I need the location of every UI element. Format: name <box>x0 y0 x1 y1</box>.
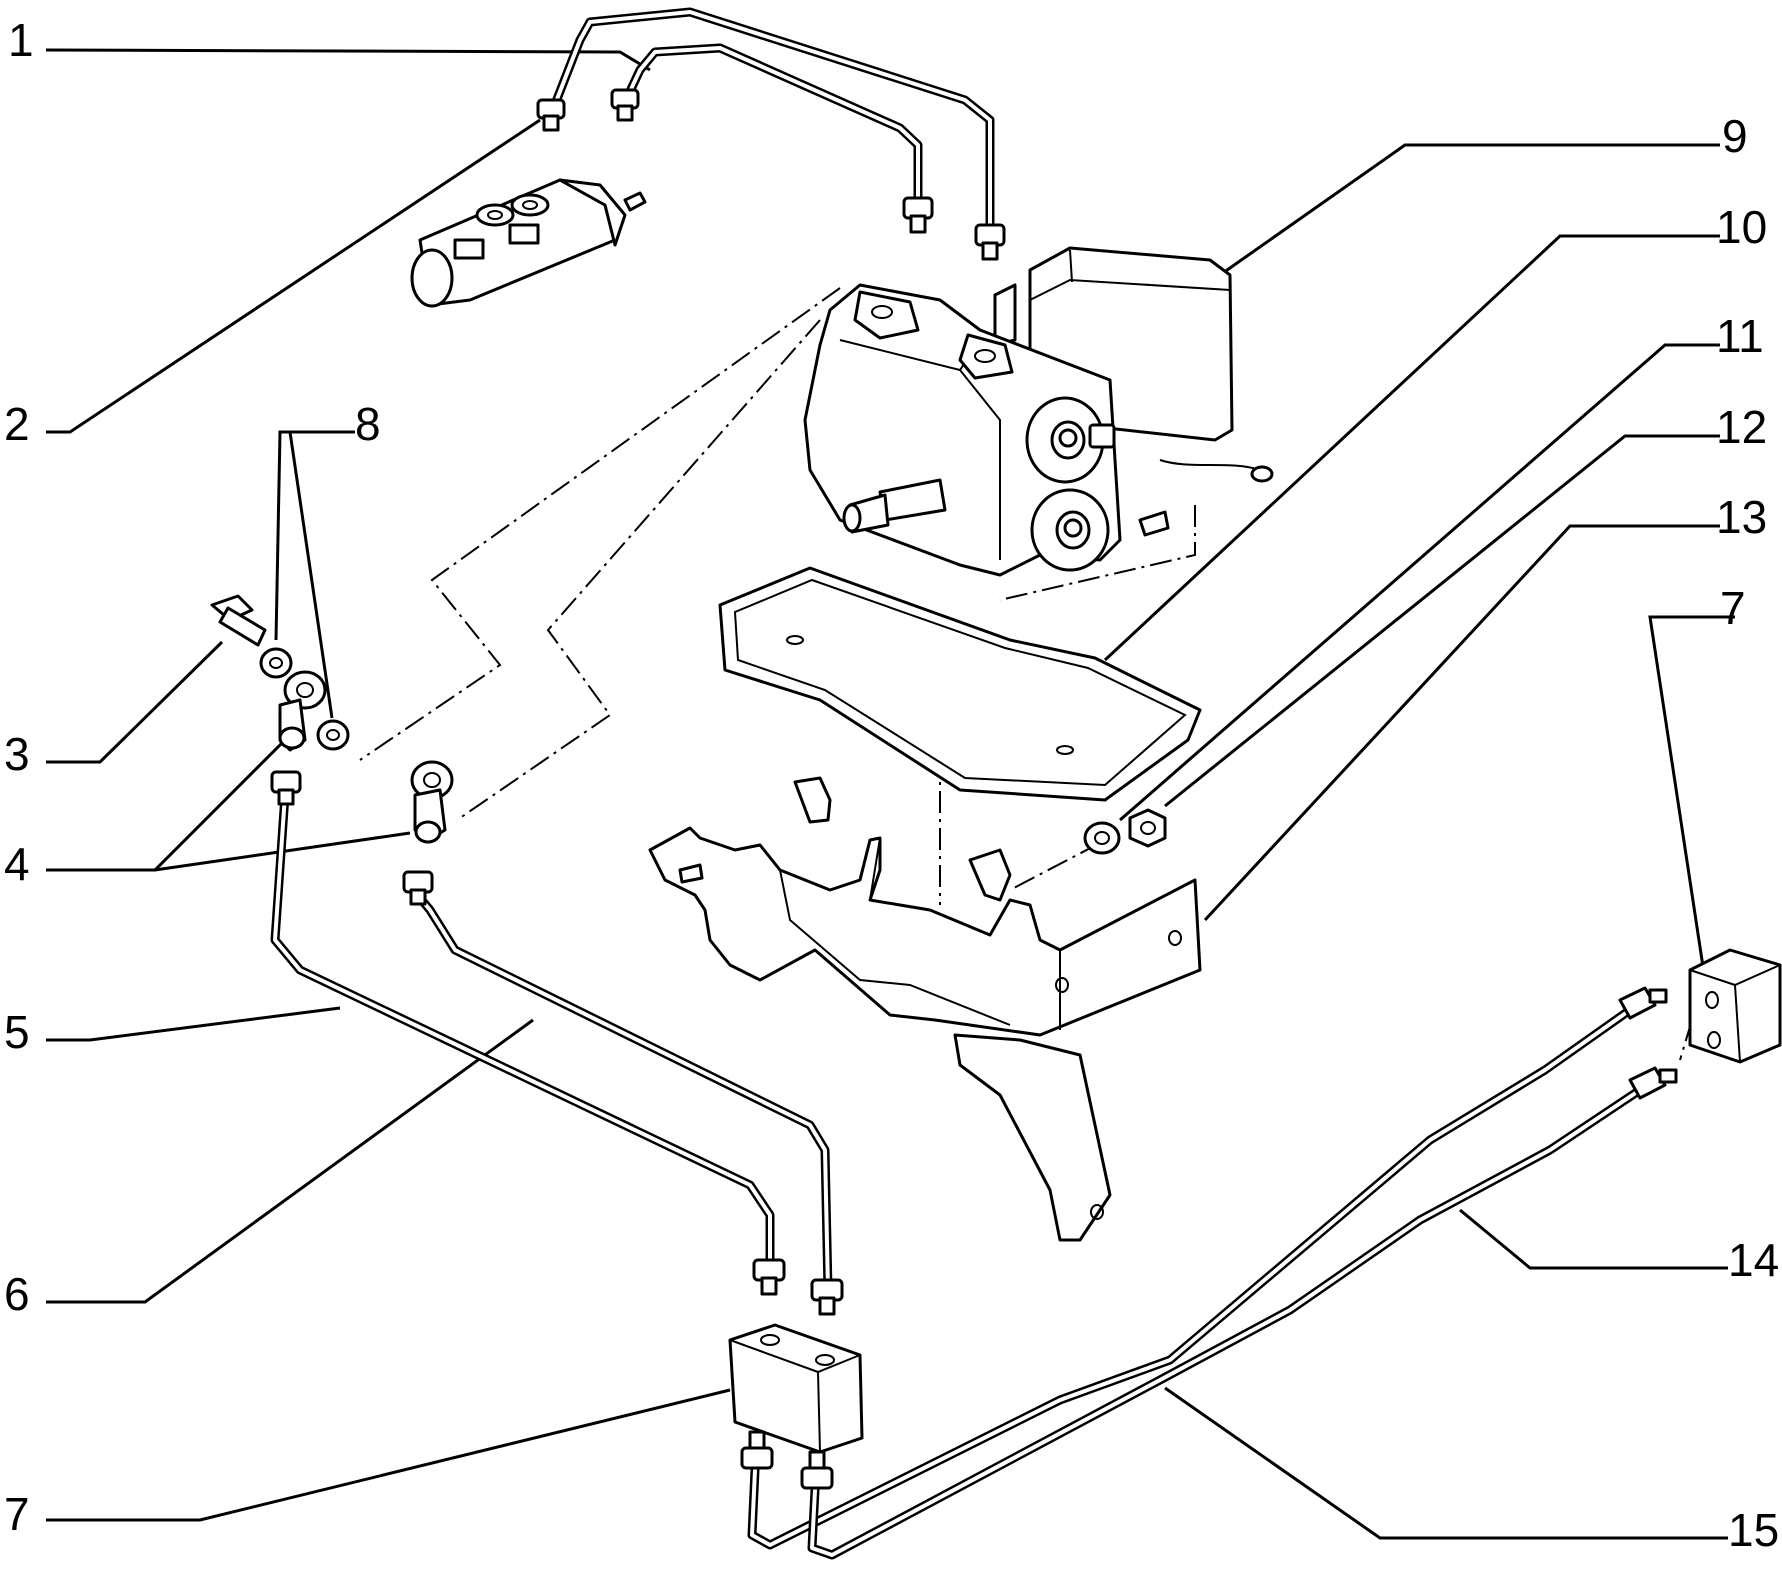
banjo-union <box>410 760 454 844</box>
pipe-fitting <box>536 98 566 132</box>
callout-15: 15 <box>1728 1504 1779 1556</box>
leader-8b <box>288 431 334 719</box>
banjo-union <box>278 670 327 752</box>
leader-13 <box>1203 524 1720 922</box>
leader-7-right <box>1648 615 1735 981</box>
leader-5 <box>46 1006 341 1042</box>
pipe-fitting <box>610 88 640 122</box>
pipe-fitting <box>974 223 1006 261</box>
pipe-fitting <box>1618 986 1668 1020</box>
leader-10 <box>1103 234 1720 662</box>
leader-4a <box>46 738 287 872</box>
pipe-fitting <box>270 770 302 806</box>
callout-6: 6 <box>4 1268 30 1320</box>
callout-4: 4 <box>4 838 30 890</box>
washer <box>1083 821 1121 855</box>
leader-3 <box>46 640 224 764</box>
callout-2: 2 <box>4 398 30 450</box>
leader-2 <box>46 118 541 434</box>
pipe-fitting <box>1628 1066 1678 1100</box>
hollow-bolt <box>210 594 267 647</box>
pipe-fitting <box>752 1258 786 1296</box>
callout-1: 1 <box>8 14 34 66</box>
middle-brake-pipes <box>270 770 844 1316</box>
callout-14: 14 <box>1728 1234 1779 1286</box>
pipe-fitting <box>740 1430 774 1470</box>
leader-11 <box>1119 343 1720 822</box>
leader-14 <box>1459 1208 1728 1270</box>
callout-10: 10 <box>1716 201 1767 253</box>
callout-labels: 1 2 3 4 5 6 7 8 9 10 11 12 13 7 14 15 <box>4 14 1779 1556</box>
junction-block-left <box>728 1323 864 1454</box>
callout-9: 9 <box>1722 110 1748 162</box>
leader-6 <box>46 1018 534 1304</box>
lower-brake-pipes <box>740 986 1678 1560</box>
abs-modulator <box>803 246 1274 577</box>
leader-7-left <box>46 1388 731 1522</box>
upper-brake-pipes <box>536 7 1006 261</box>
master-cylinder <box>410 178 647 308</box>
guide-center-loop <box>459 319 821 819</box>
leader-9 <box>1219 143 1720 277</box>
pipe-fitting <box>810 1278 844 1316</box>
guide-right <box>999 505 1196 601</box>
leader-15 <box>1164 1386 1728 1540</box>
leader-8 <box>274 430 355 641</box>
junction-block-right <box>1688 948 1782 1064</box>
leader-lines <box>45 48 1735 1540</box>
callout-13: 13 <box>1716 491 1767 543</box>
sealing-washer <box>316 719 350 751</box>
callout-11: 11 <box>1716 310 1764 362</box>
guide-left-loop <box>359 287 841 761</box>
callout-8: 8 <box>355 398 381 450</box>
pipe-fitting <box>902 196 934 234</box>
sealing-washer <box>259 647 293 679</box>
leader-12 <box>1164 434 1720 808</box>
nut <box>1128 808 1167 848</box>
callout-7-right: 7 <box>1720 582 1746 634</box>
support-bracket <box>648 776 1202 1242</box>
mounting-tray <box>718 566 1202 802</box>
pipe-fitting <box>800 1450 834 1490</box>
callout-5: 5 <box>4 1006 30 1058</box>
leader-1 <box>45 48 651 72</box>
callout-12: 12 <box>1716 401 1767 453</box>
guide-bracket-diag <box>1009 842 1101 891</box>
pipe-fitting <box>402 870 434 906</box>
callout-3: 3 <box>4 728 30 780</box>
callout-7-left: 7 <box>4 1488 30 1540</box>
